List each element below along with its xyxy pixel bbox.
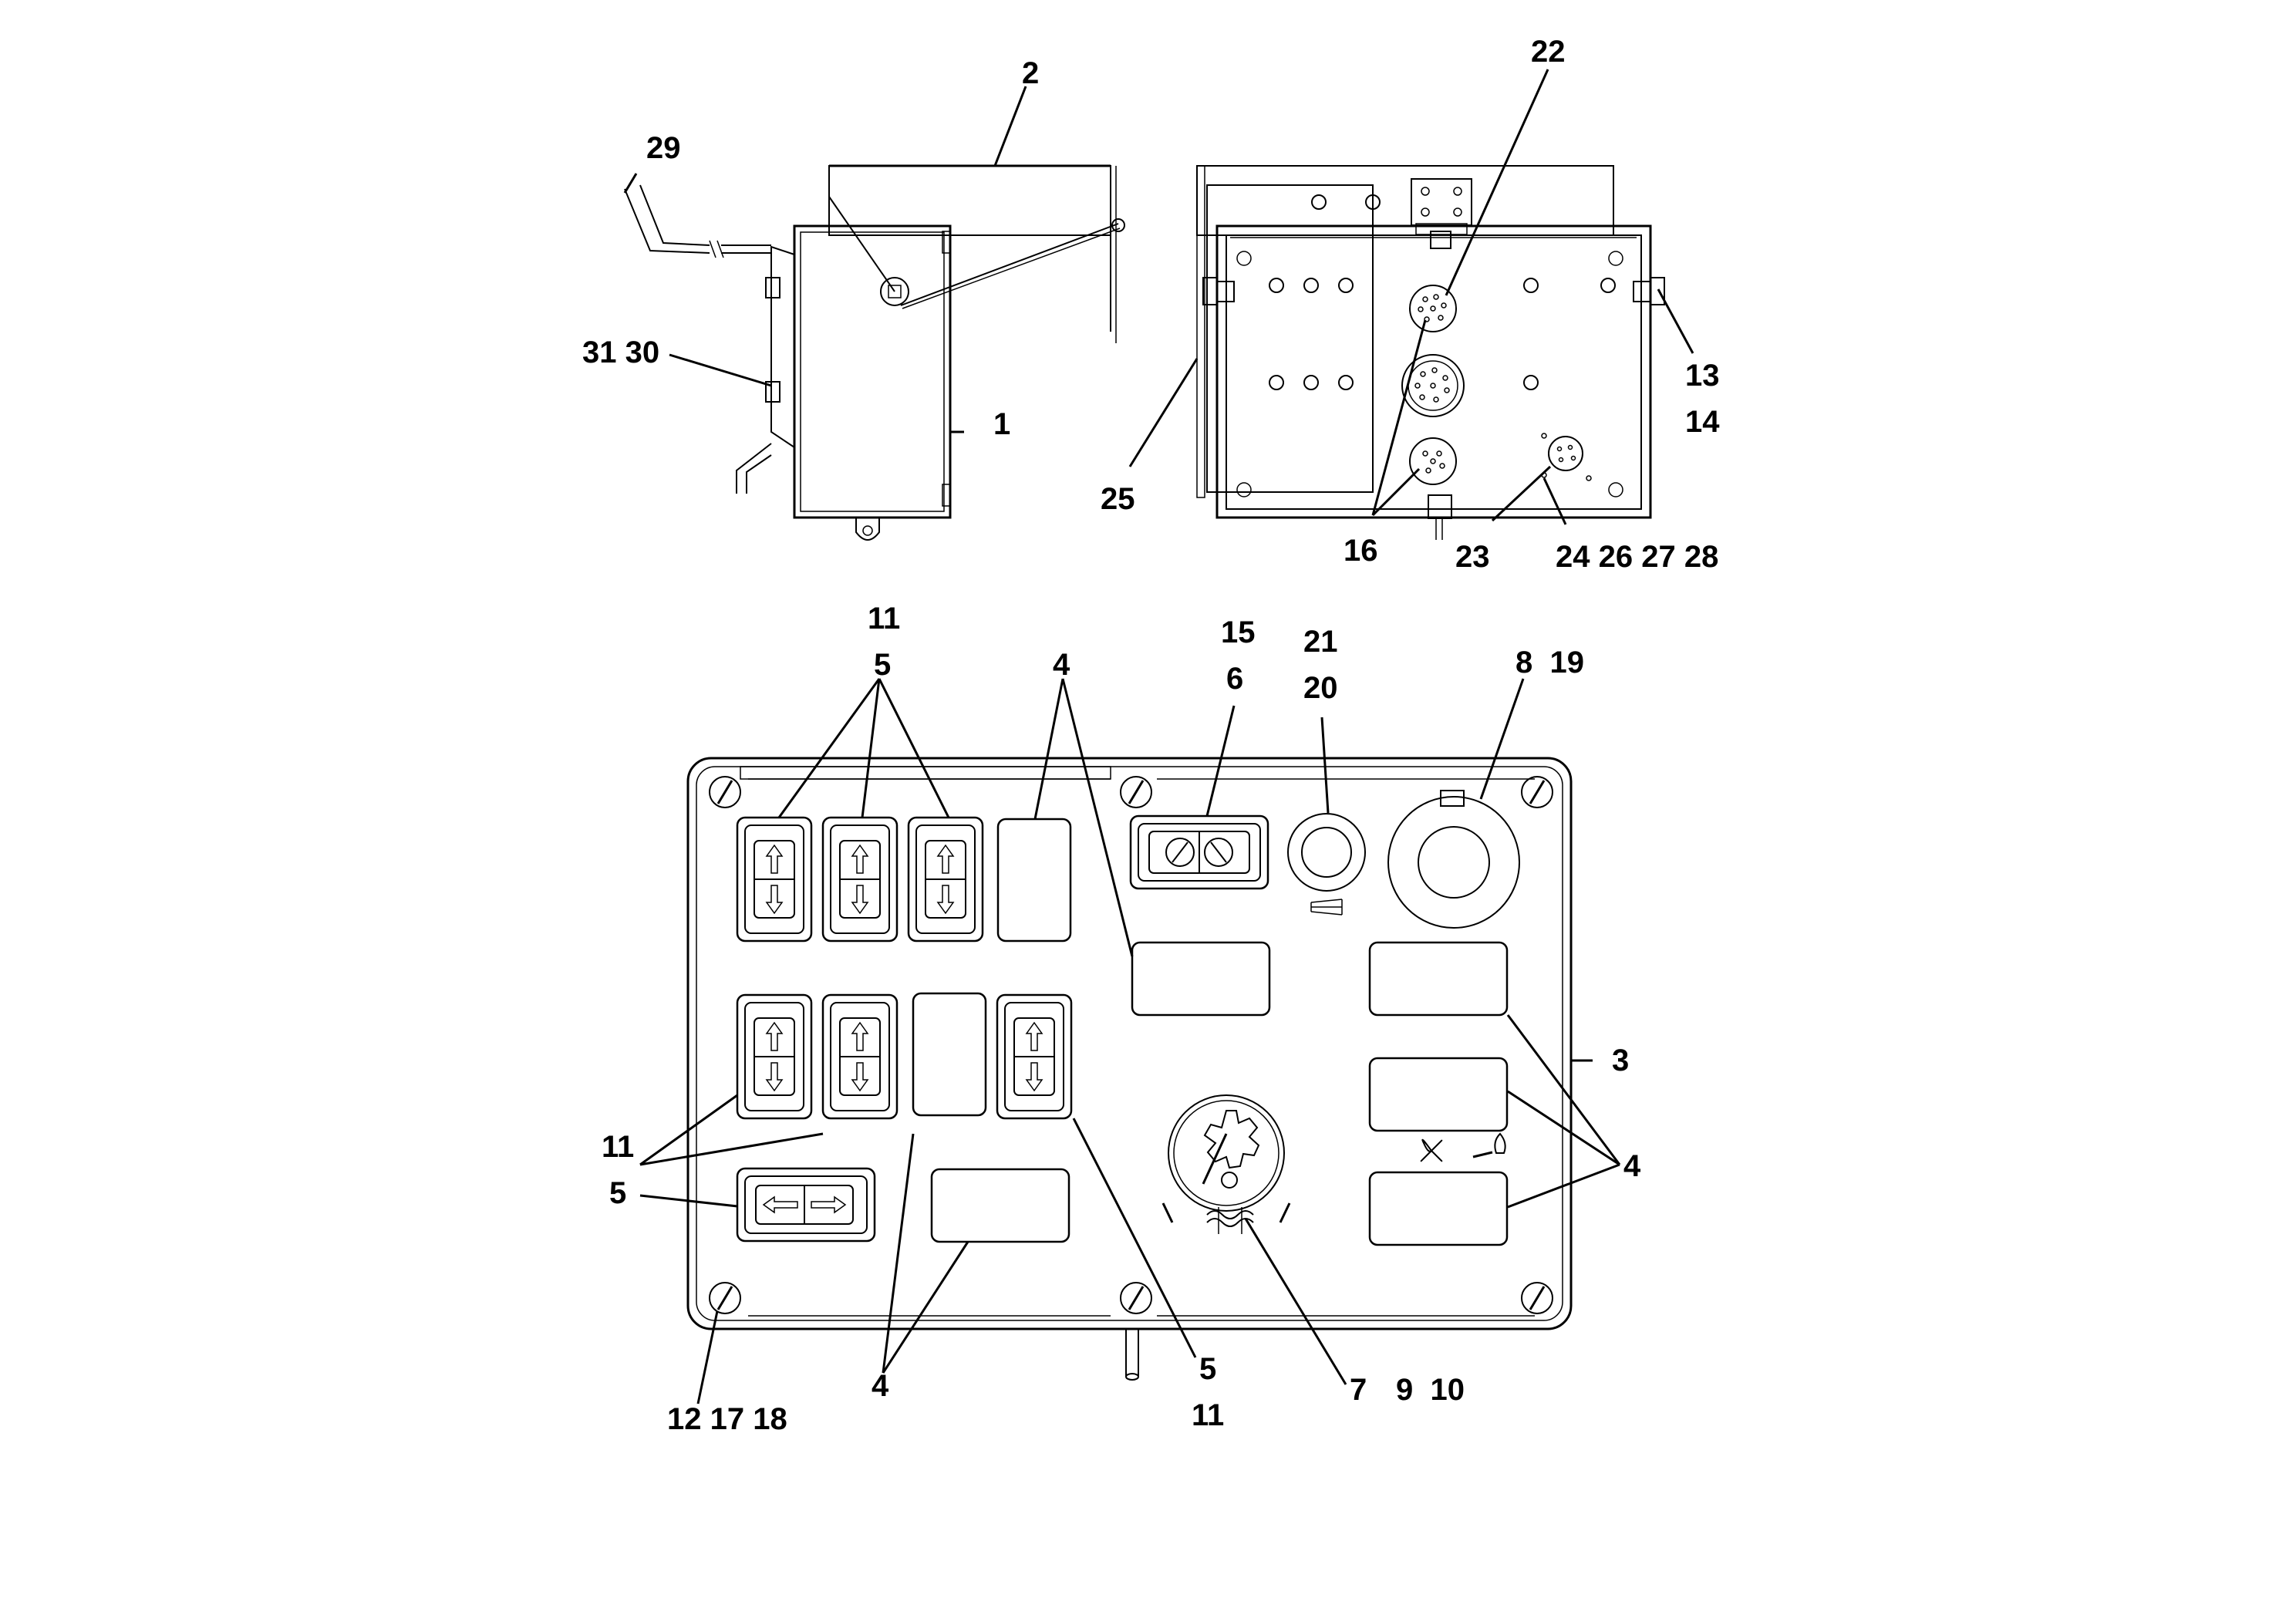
connector-23 (1541, 433, 1592, 481)
callout-6: 6 (1226, 662, 1243, 696)
up-down-arrow-rocker-icon[interactable] (821, 993, 899, 1120)
ignition-switch[interactable] (1129, 814, 1269, 890)
callout-5-left: 5 (609, 1176, 626, 1210)
callout-13: 13 (1685, 359, 1720, 393)
blank-switch-plug (1131, 941, 1271, 1017)
callout-8-19: 8 19 (1515, 646, 1584, 679)
callout-4-right: 4 (1623, 1149, 1641, 1183)
control-panel (686, 757, 1573, 1381)
callout-21: 21 (1303, 625, 1338, 659)
callout-4-bottom: 4 (872, 1369, 889, 1403)
enclosure-side-view (624, 164, 1125, 541)
heater-flame-icon (1472, 1132, 1506, 1158)
blank-switch-plug (1368, 1057, 1509, 1132)
callout-14: 14 (1685, 405, 1720, 439)
horn-icon (1310, 899, 1343, 916)
callout-labels: 29 2 31 30 1 22 13 14 25 16 23 24 26 27 … (582, 35, 1720, 1436)
callout-16: 16 (1344, 534, 1378, 568)
callout-7: 7 (1350, 1373, 1367, 1407)
blank-switch-plug (930, 1168, 1070, 1243)
callout-1: 1 (993, 407, 1010, 441)
up-down-arrow-rocker-icon[interactable] (907, 816, 984, 943)
blank-switch-plug (996, 818, 1072, 943)
connector-large (1401, 354, 1465, 417)
callout-5-bottom: 5 (1199, 1352, 1216, 1386)
callout-4-top: 4 (1053, 648, 1070, 682)
horn-button[interactable] (1287, 813, 1366, 892)
callout-29: 29 (646, 131, 681, 165)
callout-2: 2 (1022, 56, 1039, 90)
callout-15: 15 (1221, 615, 1256, 649)
blank-switch-plug (1368, 941, 1509, 1017)
callout-11-top: 11 (868, 602, 900, 636)
heat-symbol-icon (1161, 1202, 1291, 1234)
enclosure-rear-view (1196, 165, 1665, 540)
fan-icon (1420, 1138, 1443, 1162)
leader-lines (623, 69, 1694, 1404)
callout-12-17-18: 12 17 18 (667, 1402, 787, 1436)
blank-switch-plug (1368, 1171, 1509, 1246)
callout-20: 20 (1303, 671, 1338, 705)
callout-22: 22 (1531, 35, 1566, 69)
callout-24-26-27-28: 24 26 27 28 (1556, 540, 1718, 574)
callout-9-10: 9 10 (1396, 1373, 1465, 1407)
up-down-arrow-rocker-icon[interactable] (821, 816, 899, 943)
blank-switch-plug (912, 992, 987, 1117)
callout-31-30: 31 30 (582, 336, 659, 369)
callout-25: 25 (1101, 482, 1135, 516)
callout-11-left: 11 (602, 1130, 634, 1164)
gauge (1387, 790, 1520, 929)
callout-23: 23 (1455, 540, 1490, 574)
up-down-arrow-rocker-icon[interactable] (996, 993, 1073, 1120)
up-down-arrow-rocker-icon[interactable] (736, 816, 813, 943)
left-right-arrow-rocker-icon[interactable] (736, 1167, 876, 1243)
up-down-arrow-rocker-icon[interactable] (736, 993, 813, 1120)
callout-3: 3 (1612, 1044, 1629, 1077)
callout-5-top: 5 (874, 648, 891, 682)
heat-selector-knob[interactable] (1168, 1094, 1285, 1212)
connector-16 (1409, 437, 1457, 485)
connector-22 (1409, 285, 1457, 332)
callout-11-bottom: 11 (1192, 1398, 1224, 1432)
